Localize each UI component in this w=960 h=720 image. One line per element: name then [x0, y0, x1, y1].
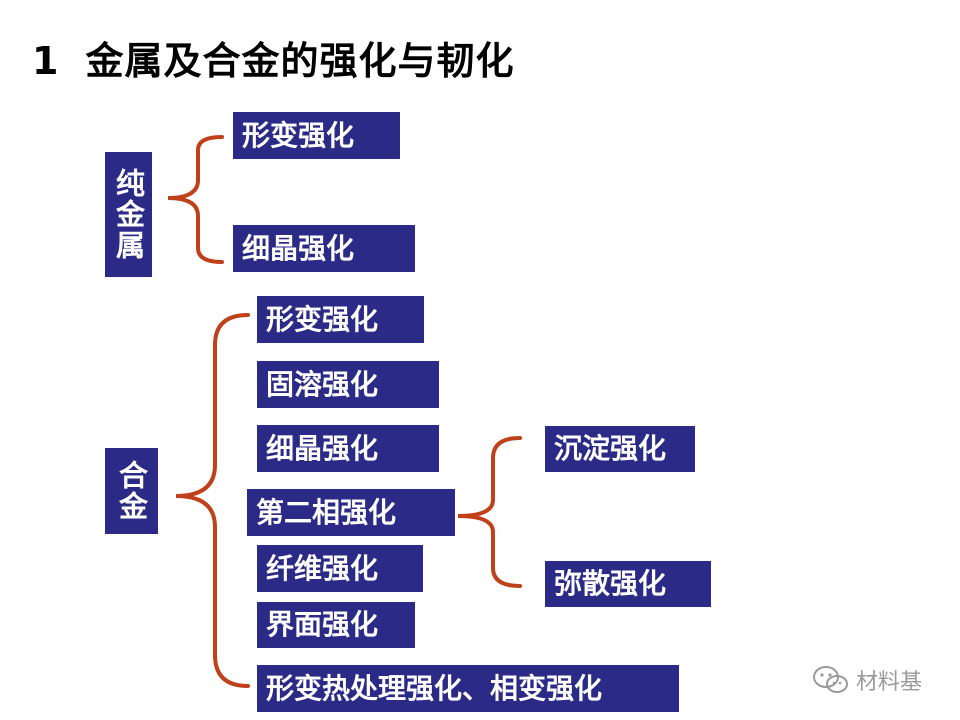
watermark: 材料基	[812, 664, 922, 696]
section-number: 1	[32, 39, 60, 83]
brace-pure-metal	[167, 135, 224, 264]
wechat-icon	[813, 666, 848, 693]
watermark-text: 材料基	[856, 670, 923, 695]
page-title: 1 金属及合金的强化与韧化	[32, 30, 514, 85]
title-text: 金属及合金的强化与韧化	[85, 39, 515, 83]
alloy-item-interface: 界面强化	[257, 602, 415, 648]
alloy-item-deformation: 形变强化	[257, 296, 424, 343]
alloy-label: 合金	[105, 448, 158, 534]
brace-second-phase	[457, 436, 522, 588]
alloy-item-second-phase: 第二相强化	[247, 489, 455, 536]
second-phase-item-precipitation: 沉淀强化	[545, 426, 695, 472]
pure-metal-label: 纯金属	[105, 152, 152, 277]
second-phase-item-dispersion: 弥散强化	[545, 561, 711, 607]
pure-metal-item-grain-refinement: 细晶强化	[233, 225, 415, 272]
alloy-item-fiber: 纤维强化	[257, 545, 423, 592]
alloy-item-grain-refinement: 细晶强化	[257, 425, 439, 472]
alloy-item-thermomechanical: 形变热处理强化、相变强化	[257, 665, 679, 712]
brace-alloy	[175, 313, 250, 688]
pure-metal-item-deformation: 形变强化	[233, 112, 400, 159]
alloy-item-solid-solution: 固溶强化	[257, 361, 439, 408]
